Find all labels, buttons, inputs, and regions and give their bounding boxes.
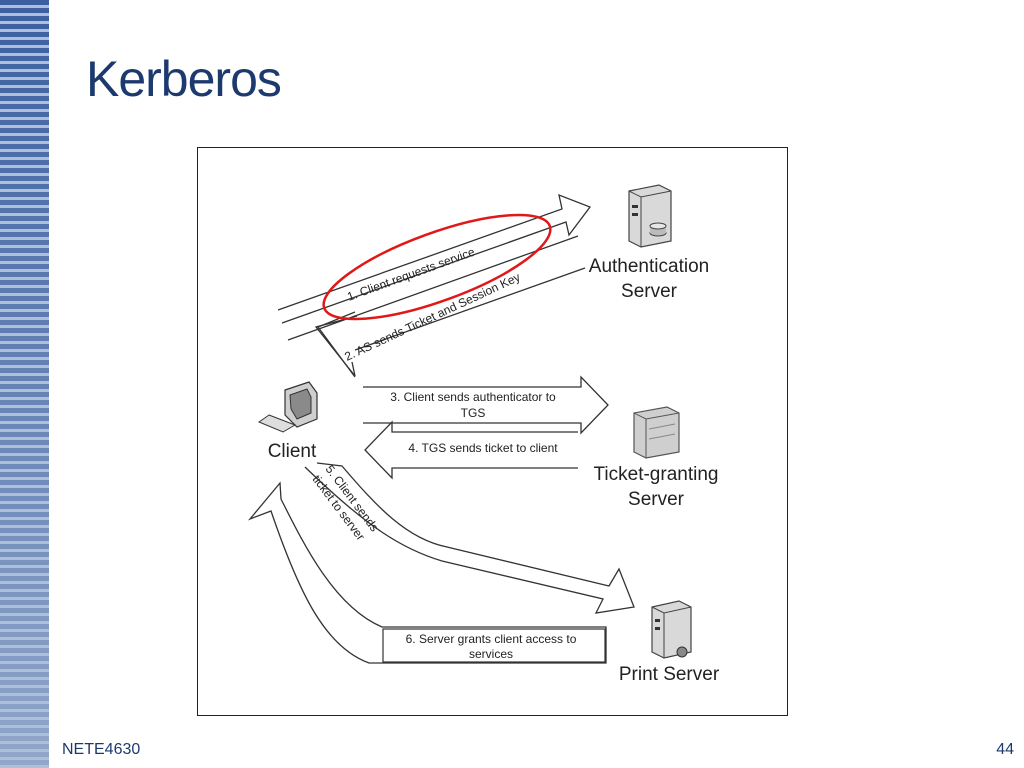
page-title: Kerberos (86, 51, 282, 107)
step-3-label-line2: TGS (461, 406, 486, 420)
authentication-server-label-line2: Server (621, 281, 678, 302)
step-6-label-line2: services (469, 647, 513, 661)
print-server-label: Print Server (619, 664, 720, 685)
footer-course-code: NETE4630 (62, 741, 141, 758)
arrow-step-6 (247, 481, 607, 664)
ticket-granting-server-label-line2: Server (628, 489, 685, 510)
step-3-label-line1: 3. Client sends authenticator to (390, 390, 556, 404)
print-server-icon (651, 600, 692, 659)
step-6-label-line1: 6. Server grants client access to (406, 632, 577, 646)
arrow-step-5 (304, 462, 635, 614)
arrow-step-4 (364, 420, 578, 480)
workstation-icon (257, 381, 318, 433)
arrow-step-1 (277, 193, 592, 324)
step-4-label: 4. TGS sends ticket to client (408, 441, 558, 455)
ticket-granting-server-label-line1: Ticket-granting (594, 464, 719, 485)
highlight-ellipse (322, 213, 552, 321)
client-label: Client (268, 441, 317, 462)
kerberos-diagram: 1. Client requests service 2. AS sends T… (197, 147, 788, 716)
authentication-server-icon (628, 184, 672, 248)
page-number: 44 (996, 741, 1014, 758)
authentication-server-label-line1: Authentication (589, 256, 709, 277)
decorative-stripes (0, 0, 49, 768)
step-6-box (382, 628, 606, 663)
arrow-step-3 (363, 375, 609, 435)
ticket-granting-server-icon (633, 406, 680, 459)
